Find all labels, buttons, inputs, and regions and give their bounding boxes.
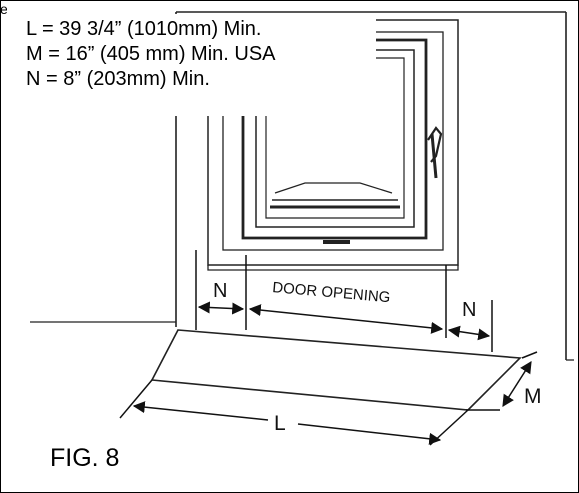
label-m: M: [524, 385, 542, 408]
hearth-plate: [150, 329, 522, 411]
label-l: L: [274, 412, 286, 435]
spec-l-line: L = 39 3/4” (1010mm) Min.: [26, 18, 262, 40]
dimension-n-left: [195, 250, 247, 330]
spec-n-line: N = 8” (203mm) Min.: [26, 68, 210, 90]
floor-line: [30, 321, 574, 361]
dimension-l: [119, 379, 469, 446]
dimension-n-right: [447, 300, 493, 352]
dimension-door-opening: [248, 265, 447, 338]
spec-m-line: M = 16” (405 mm) Min. USA: [26, 43, 276, 65]
dimension-m: [466, 351, 538, 411]
label-n-right: N: [462, 299, 476, 321]
door-opening-label: DOOR OPENING: [272, 279, 391, 306]
label-n-left: N: [213, 280, 227, 302]
figure-caption: FIG. 8: [50, 444, 120, 472]
specification-box: L = 39 3/4” (1010mm) Min. M = 16” (405 m…: [26, 14, 376, 116]
edge-text-fragment: e: [0, 1, 7, 17]
